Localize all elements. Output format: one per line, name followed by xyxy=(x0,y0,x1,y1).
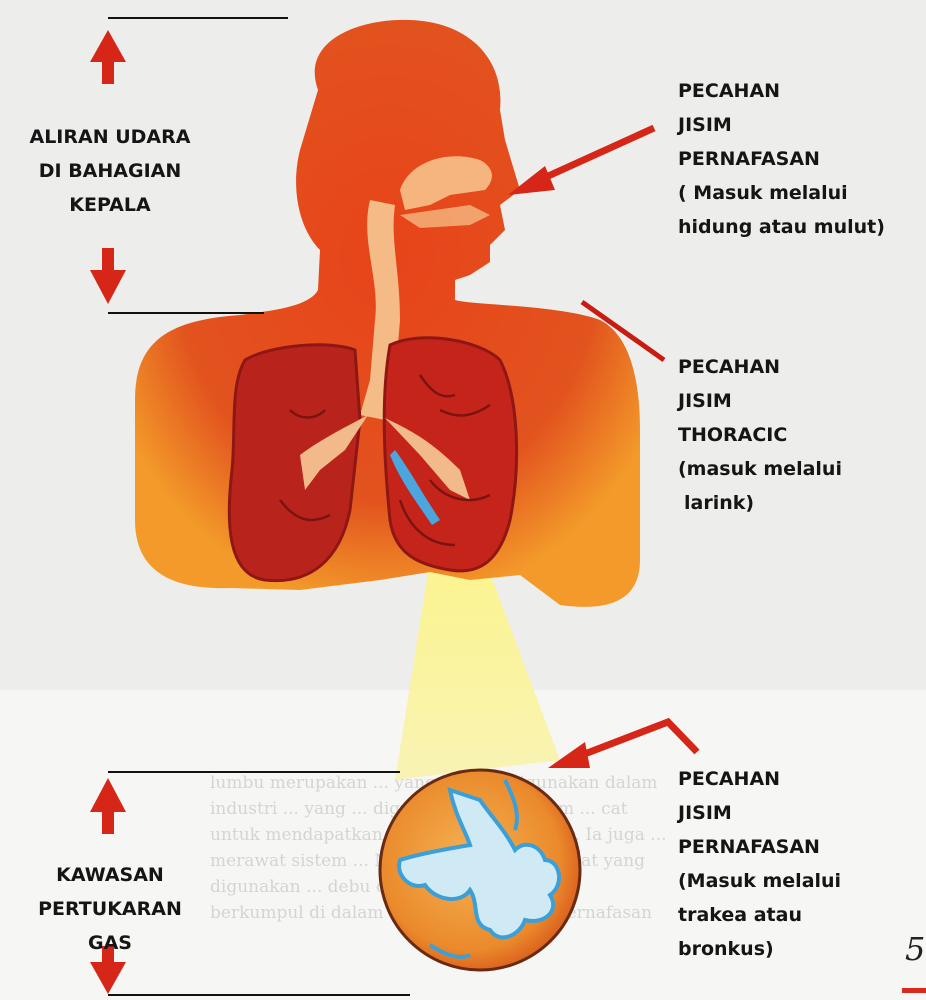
label-gas-exchange: KAWASAN PERTUKARAN GAS xyxy=(0,858,220,960)
label-respiratory-fraction-alveoli: PECAHAN JISIM PERNAFASAN (Masuk melalui … xyxy=(678,762,841,966)
pointer-arrow-mouth xyxy=(508,128,654,195)
page-number-underline xyxy=(902,988,926,993)
right-lung xyxy=(384,338,516,571)
magnification-beam xyxy=(395,560,560,780)
label-thoracic-fraction: PECAHAN JISIM THORACIC (masuk melalui la… xyxy=(678,350,842,520)
label-respiratory-fraction-head: PECAHAN JISIM PERNAFASAN ( Masuk melalui… xyxy=(678,74,885,244)
pointer-arrow-alveoli xyxy=(548,722,697,768)
page-number: 5 xyxy=(905,930,925,968)
arrow-up-gas xyxy=(90,778,126,834)
arrow-up-head xyxy=(90,30,126,84)
arrow-down-head xyxy=(90,248,126,304)
label-head-airflow: ALIRAN UDARA DI BAHAGIAN KEPALA xyxy=(0,120,220,222)
